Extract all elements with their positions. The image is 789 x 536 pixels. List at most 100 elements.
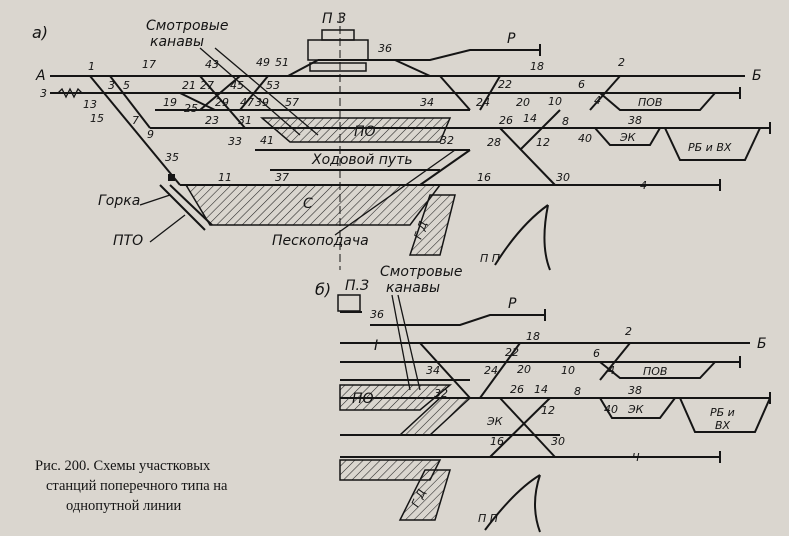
switch-26: 26 <box>499 114 513 127</box>
switch-31: 31 <box>238 114 252 127</box>
pesko-pointer <box>334 149 456 236</box>
switch-22: 22 <box>498 78 512 91</box>
switch-47: 47 <box>240 96 254 109</box>
switch-b-6: 6 <box>593 347 600 360</box>
gorka-label: Горка <box>98 193 140 209</box>
track-r-b <box>370 314 545 326</box>
pto-track-2 <box>169 184 213 226</box>
caption-line-2: станций поперечного типа на <box>46 478 228 494</box>
switch-15: 15 <box>90 112 104 125</box>
scheme-a-label: а) <box>32 23 48 42</box>
switch-b-32: 32 <box>434 387 448 400</box>
station-b-label: Б <box>752 68 762 84</box>
po-b-area <box>339 384 453 411</box>
switch-1: 1 <box>88 60 95 73</box>
switch-36: 36 <box>378 42 392 55</box>
switch-b-16: 16 <box>490 435 504 448</box>
switch-6: 6 <box>578 78 585 91</box>
diag-34 <box>439 75 471 111</box>
pz-label: П З <box>322 11 346 27</box>
caption-line-1: Рис. 200. Схемы участковых <box>35 458 211 474</box>
switch-40: 40 <box>578 132 592 145</box>
pov-b-label: ПОВ <box>643 365 667 378</box>
gorka-marker <box>168 174 175 181</box>
pz-building <box>307 39 369 61</box>
track-4-b-number: Ч <box>632 451 640 464</box>
pp-b-label: П П <box>478 512 498 525</box>
c-label: С <box>303 196 313 212</box>
switch-b-38: 38 <box>628 384 642 397</box>
kanavy-b-title-1: Смотровые <box>380 264 462 280</box>
r-b-label: Р <box>508 296 517 312</box>
rb-b-track <box>679 397 771 433</box>
diag-b-34 <box>419 342 471 399</box>
track-r <box>380 49 540 61</box>
ek-b2-label: ЭК <box>627 403 645 416</box>
switch-16: 16 <box>477 171 491 184</box>
ek-label: ЭК <box>619 131 637 144</box>
pz-b-label: П.З <box>345 278 369 294</box>
gd-area <box>408 194 456 256</box>
pp-b-track-1 <box>484 474 541 531</box>
kanavy-b-title-2: канавы <box>386 280 440 296</box>
po-area <box>259 117 452 143</box>
switch-25: 25 <box>184 102 198 115</box>
diag-26 <box>499 127 556 186</box>
c-area <box>184 184 442 226</box>
switch-30: 30 <box>556 171 570 184</box>
figure-caption: Рис. 200. Схемы участковых станций попер… <box>35 458 228 514</box>
switch-13: 13 <box>83 98 97 111</box>
track-3-spring <box>57 87 83 99</box>
switch-27: 27 <box>200 79 214 92</box>
switch-10: 10 <box>548 95 562 108</box>
switch-b-10: 10 <box>561 364 575 377</box>
gorka-pointer <box>139 194 171 206</box>
switch-b-12: 12 <box>541 404 555 417</box>
switch-19: 19 <box>163 96 177 109</box>
gd-label: Г Д <box>412 219 431 241</box>
diag-14 <box>519 109 561 151</box>
pp-track-2 <box>543 204 551 271</box>
gd-b-area <box>398 469 452 521</box>
switch-21: 21 <box>182 79 196 92</box>
switch-34: 34 <box>420 96 434 109</box>
rb-track <box>664 127 761 161</box>
switch-b-18: 18 <box>526 330 540 343</box>
switch-4: 4 <box>594 94 601 107</box>
branch-51 <box>287 59 319 77</box>
pp-b-track-2 <box>534 474 541 533</box>
diag-32 <box>419 149 471 186</box>
pesko-label: Пескоподача <box>272 233 369 249</box>
switch-14: 14 <box>523 112 537 125</box>
ek-b2-track <box>599 397 676 419</box>
switch-53: 53 <box>266 79 280 92</box>
diag-19 <box>179 92 216 111</box>
switch-8: 8 <box>562 115 569 128</box>
kanavy-title-1: Смотровые <box>146 18 228 34</box>
r-link <box>394 59 431 77</box>
switch-32: 32 <box>440 134 454 147</box>
pto-label: ПТО <box>113 233 143 249</box>
switch-b-36: 36 <box>370 308 384 321</box>
switch-b-40: 40 <box>604 403 618 416</box>
diag-2 <box>589 75 621 111</box>
switch-33: 33 <box>228 135 242 148</box>
diag-b-2 <box>599 342 631 381</box>
switch-51: 51 <box>275 56 289 69</box>
switch-49: 49 <box>256 56 270 69</box>
switch-2: 2 <box>618 56 625 69</box>
kanavy-title-2: канавы <box>150 34 204 50</box>
rb-b-label-2: ВХ <box>715 419 731 432</box>
rb-b-label-1: РБ и <box>710 406 735 419</box>
switch-b-4: 4 <box>608 364 615 377</box>
diag-21 <box>199 75 246 129</box>
pov-track <box>599 92 716 111</box>
switch-b-8: 8 <box>574 385 581 398</box>
switch-57: 57 <box>285 96 299 109</box>
pp-track-1 <box>494 204 549 266</box>
track-i-b-label: I <box>374 338 378 354</box>
switch-12: 12 <box>536 136 550 149</box>
switch-b-22: 22 <box>505 346 519 359</box>
switch-39: 39 <box>255 96 269 109</box>
